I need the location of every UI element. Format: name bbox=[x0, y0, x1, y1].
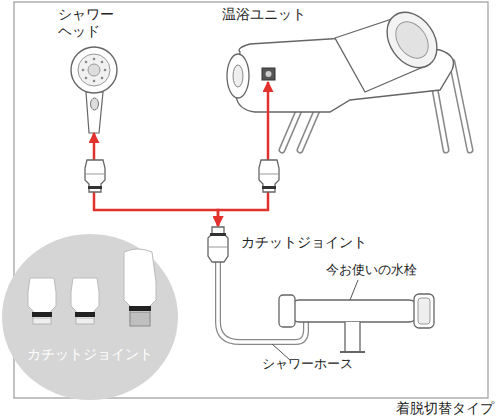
faucet-illustration bbox=[218, 262, 306, 342]
small-joint bbox=[259, 160, 279, 192]
small-joint bbox=[259, 160, 279, 192]
shower-head-illustration bbox=[78, 54, 110, 86]
shower-head-illustration bbox=[91, 98, 99, 110]
caption: 着脱切替タイプ bbox=[330, 399, 500, 417]
faucet-illustration bbox=[218, 262, 434, 352]
small-joint bbox=[85, 160, 105, 192]
small-joint bbox=[262, 186, 276, 189]
shower-head-illustration bbox=[85, 77, 88, 80]
node-text: カチットジョイント bbox=[2, 346, 178, 363]
node-text: 温浴ユニット bbox=[222, 6, 314, 23]
shower-head-illustration bbox=[82, 69, 85, 72]
part-label: 今お使いの水栓 bbox=[326, 262, 417, 278]
leader-line bbox=[272, 280, 358, 360]
inset-circle-shape bbox=[2, 234, 178, 400]
small-joint bbox=[85, 174, 105, 175]
bath-unit-illustration bbox=[282, 108, 318, 150]
small-joint bbox=[259, 174, 279, 175]
faucet-illustration bbox=[290, 300, 418, 322]
inset-joint bbox=[130, 312, 150, 326]
shower-head-illustration bbox=[71, 47, 117, 93]
bath-unit-illustration bbox=[282, 108, 318, 150]
part-label: シャワーホース bbox=[262, 356, 353, 372]
bath-unit-illustration bbox=[233, 65, 243, 87]
faucet-illustration bbox=[414, 294, 434, 328]
bath-unit-illustration bbox=[377, 3, 447, 77]
faucet-illustration bbox=[345, 322, 360, 352]
inset-joint bbox=[33, 318, 51, 324]
main-joint bbox=[208, 227, 228, 262]
faucet-illustration bbox=[218, 262, 306, 342]
shower-head-illustration bbox=[93, 80, 96, 83]
bath-unit-node: 温浴ユニット bbox=[222, 6, 314, 82]
main-joint bbox=[210, 233, 226, 236]
inset-joint bbox=[71, 278, 99, 324]
bath-unit-illustration bbox=[227, 54, 249, 98]
shower-head-illustration bbox=[104, 69, 107, 72]
bath-unit-illustration bbox=[266, 71, 272, 77]
leader-line bbox=[350, 280, 358, 300]
node-text: カチットジョイント bbox=[241, 234, 377, 251]
inset-joint bbox=[124, 249, 156, 322]
faucet-illustration bbox=[418, 298, 430, 324]
small-joint bbox=[85, 160, 105, 192]
shower-head-illustration bbox=[101, 61, 104, 64]
shower-head-illustration bbox=[93, 58, 96, 61]
connector-arrow bbox=[94, 133, 218, 226]
shower-head-illustration bbox=[88, 64, 100, 76]
bath-unit-illustration bbox=[389, 16, 435, 65]
inset-joint bbox=[28, 278, 56, 324]
shower-head-illustration bbox=[101, 77, 104, 80]
inset-joint bbox=[28, 249, 156, 326]
bath-unit-illustration bbox=[227, 3, 470, 150]
faucet-illustration bbox=[340, 351, 365, 353]
shower-head-illustration bbox=[71, 47, 117, 133]
node-text: シャワー ヘッド bbox=[58, 6, 130, 40]
shower-head-illustration bbox=[85, 61, 88, 64]
small-joint bbox=[88, 186, 102, 189]
outlet-port bbox=[262, 68, 275, 80]
inset-circle: カチットジョイント bbox=[2, 234, 178, 400]
faucet-illustration bbox=[279, 295, 295, 327]
main-joint bbox=[208, 227, 228, 262]
inset-joint bbox=[75, 312, 95, 317]
inset-joint bbox=[76, 318, 94, 324]
shower-head-illustration bbox=[86, 92, 103, 133]
inset-joint bbox=[32, 312, 52, 317]
joint-node: カチットジョイント bbox=[205, 226, 377, 262]
connector-arrow bbox=[218, 82, 268, 226]
inset-circle-shape bbox=[2, 234, 178, 400]
main-joint bbox=[208, 247, 228, 248]
shower-head-node: シャワー ヘッド bbox=[58, 6, 130, 133]
inset-joint bbox=[129, 306, 151, 311]
